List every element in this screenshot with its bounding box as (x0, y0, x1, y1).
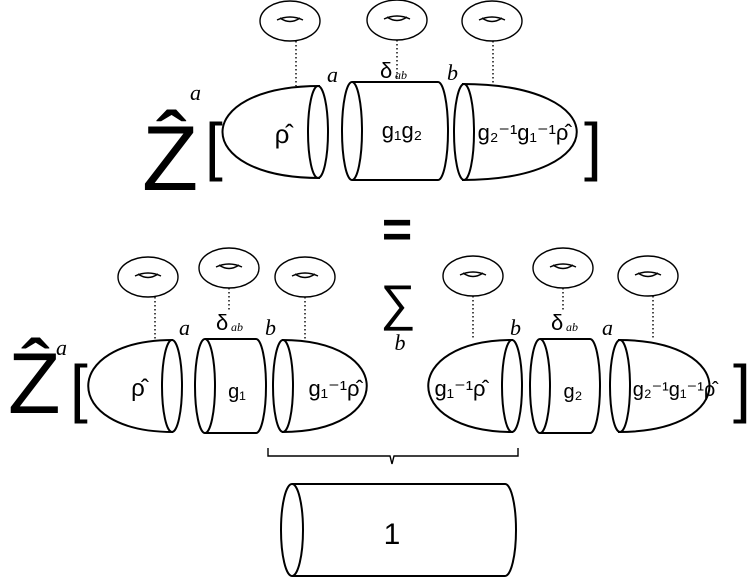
top-delta: δ (380, 58, 392, 83)
equals-sign: = (382, 201, 412, 259)
torus-icon (366, 0, 428, 41)
bottom-label-b1: b (265, 315, 276, 340)
top-delta-subscript: ab (395, 68, 407, 82)
bottom-cap-4: g₂⁻¹g₁⁻¹ρ̂ (609, 339, 720, 433)
bottom-delta-2-subscript: ab (566, 320, 578, 334)
top-operator-superscript: a (190, 80, 201, 105)
bottom-operator-superscript: a (56, 335, 67, 360)
top-label-b: b (447, 60, 458, 85)
bottom-cylinder-g1-label: g₁ (228, 381, 246, 403)
bottom-cap-1: ρ̂ (87, 339, 183, 433)
bottom-bracket-right: ] (733, 352, 751, 424)
sum-index: b (395, 330, 406, 355)
top-label-a: a (327, 62, 338, 87)
bottom-cylinder-g1: g₁ (194, 338, 267, 434)
torus-icon (442, 255, 504, 297)
bottom-delta-1: δ (216, 310, 228, 335)
top-bracket-right: ] (584, 110, 602, 182)
top-equation: Ẑ a [ ] ρ̂ a g₁g₂ δ ab g₂⁻¹g₁⁻¹ρ̂ (142, 0, 602, 210)
sum-symbol: ∑ (380, 275, 416, 331)
top-bracket-left: [ (205, 110, 223, 182)
bottom-label-a1: a (179, 315, 190, 340)
bottom-cap-3-label: g₁⁻¹ρ̂ (434, 376, 489, 401)
bottom-delta-1-subscript: ab (231, 320, 243, 334)
top-operator: Ẑ (142, 108, 198, 210)
bottom-label-a2: a (602, 315, 613, 340)
bottom-delta-2: δ (551, 310, 563, 335)
torus-icon (274, 256, 336, 298)
top-cylinder: g₁g₂ (341, 81, 449, 181)
bottom-cap-2: g₁⁻¹ρ̂ (272, 339, 368, 433)
torus-icon (532, 247, 594, 289)
underbrace (267, 448, 519, 465)
top-cap-right: g₂⁻¹g₁⁻¹ρ̂ (453, 83, 578, 181)
bottom-bracket-left: [ (70, 352, 88, 424)
bottom-cap-2-label: g₁⁻¹ρ̂ (308, 376, 363, 401)
torus-icon (617, 255, 679, 297)
torus-icon (461, 0, 523, 42)
bottom-cylinder-g2: g₂ (529, 338, 601, 434)
top-cap-right-label: g₂⁻¹g₁⁻¹ρ̂ (478, 120, 573, 145)
torus-icon (198, 247, 260, 289)
bottom-cap-1-label: ρ̂ (131, 375, 149, 402)
bottom-cylinder-g2-label: g₂ (564, 381, 583, 403)
top-cap-left: ρ̂ (221, 85, 329, 179)
top-cylinder-label: g₁g₂ (382, 118, 422, 143)
bottom-operator: Ẑ (8, 336, 61, 432)
top-cap-left-label: ρ̂ (275, 119, 295, 149)
bottom-cap-3: g₁⁻¹ρ̂ (427, 339, 523, 433)
bottom-cap-4-label: g₂⁻¹g₁⁻¹ρ̂ (633, 379, 720, 401)
torus-icon (117, 256, 179, 298)
result-cylinder: 1 (280, 483, 517, 577)
result-cylinder-label: 1 (384, 518, 401, 551)
bottom-equation: Ẑ a [ ] ∑ b ρ̂ a g₁ δ ab (8, 247, 751, 465)
torus-icon (259, 0, 321, 42)
bottom-label-b2: b (510, 315, 521, 340)
